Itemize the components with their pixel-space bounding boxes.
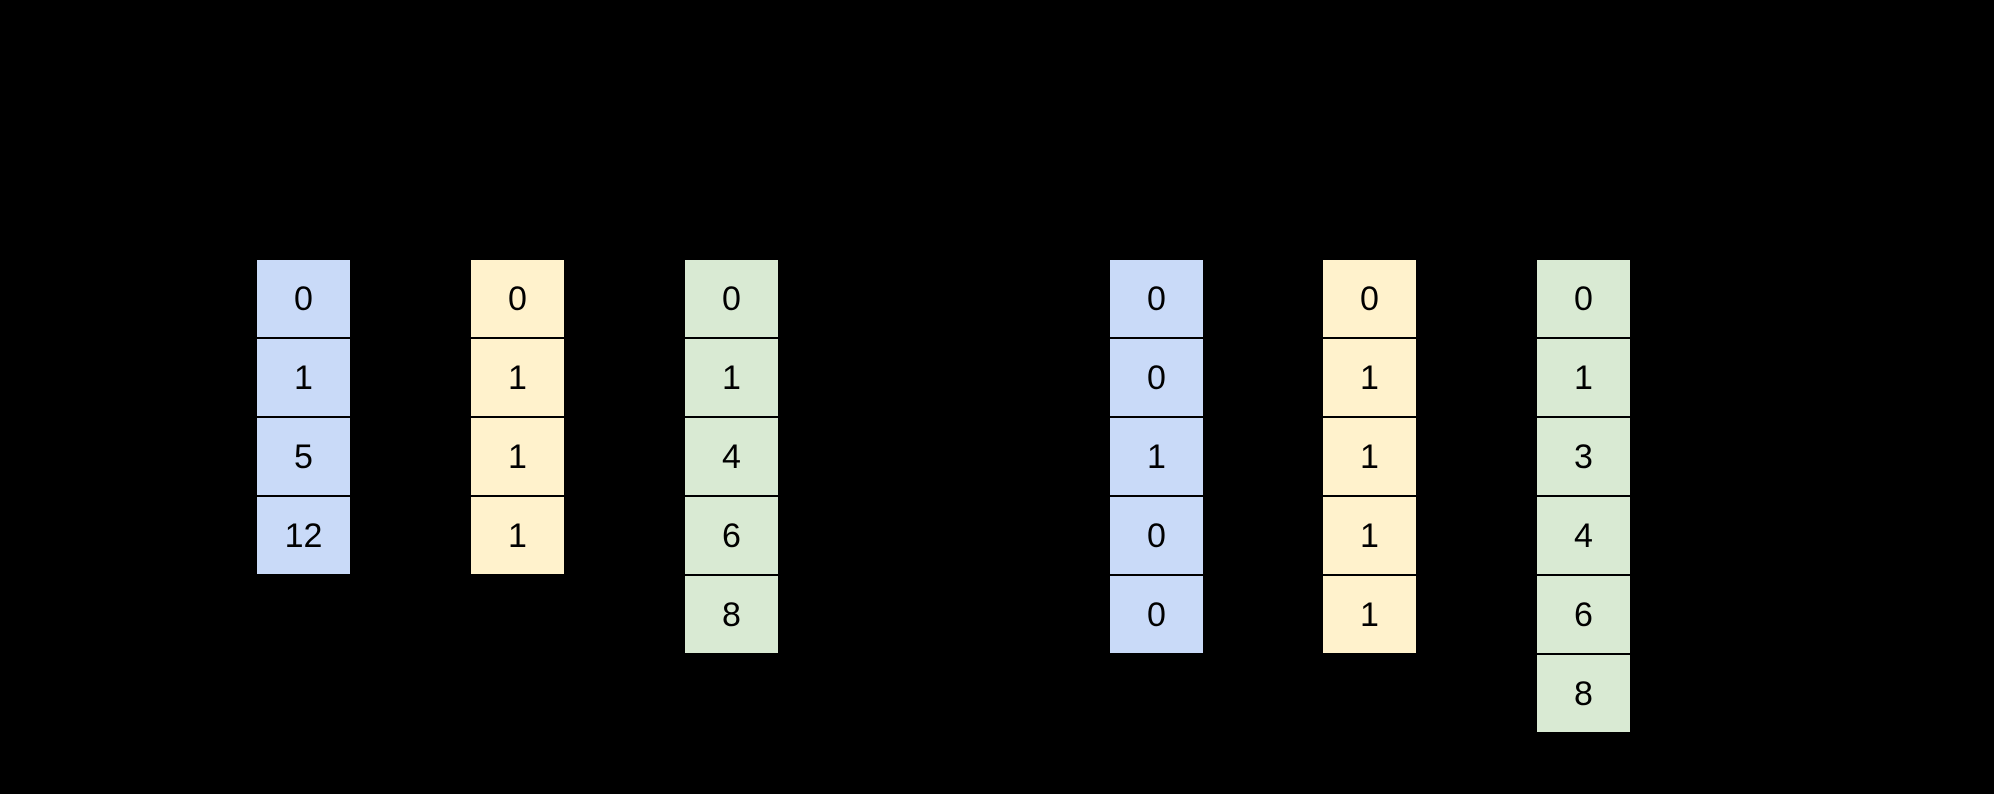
cell-value: 1 <box>508 437 527 476</box>
array-cell: 1 <box>1323 337 1416 416</box>
array-cell: 1 <box>471 337 564 416</box>
array-cell: 1 <box>1323 416 1416 495</box>
cell-value: 0 <box>1147 516 1166 555</box>
left-green-array: 0 1 4 6 8 <box>683 258 780 655</box>
cell-value: 0 <box>508 279 527 318</box>
cell-value: 1 <box>722 358 741 397</box>
cell-value: 0 <box>1574 279 1593 318</box>
cell-value: 5 <box>294 437 313 476</box>
array-cell: 0 <box>1110 574 1203 653</box>
array-cell: 1 <box>471 416 564 495</box>
array-cell: 0 <box>685 260 778 337</box>
array-cell: 0 <box>257 260 350 337</box>
cell-value: 1 <box>508 516 527 555</box>
array-cell: 1 <box>1323 495 1416 574</box>
array-cell: 0 <box>1110 495 1203 574</box>
cell-value: 8 <box>722 595 741 634</box>
array-cell: 0 <box>1110 337 1203 416</box>
cell-value: 1 <box>294 358 313 397</box>
array-cell: 8 <box>685 574 778 653</box>
cell-value: 3 <box>1574 437 1593 476</box>
array-cell: 1 <box>257 337 350 416</box>
cell-value: 6 <box>1574 595 1593 634</box>
array-cell: 1 <box>1110 416 1203 495</box>
cell-value: 1 <box>508 358 527 397</box>
cell-value: 12 <box>284 516 323 555</box>
array-cell: 4 <box>685 416 778 495</box>
array-cell: 6 <box>1537 574 1630 653</box>
cell-value: 0 <box>722 279 741 318</box>
array-cell: 0 <box>471 260 564 337</box>
cell-value: 1 <box>1147 437 1166 476</box>
right-yellow-array: 0 1 1 1 1 <box>1321 258 1418 655</box>
cell-value: 1 <box>1360 358 1379 397</box>
array-cell: 8 <box>1537 653 1630 732</box>
array-cell: 0 <box>1323 260 1416 337</box>
array-cell: 4 <box>1537 495 1630 574</box>
cell-value: 1 <box>1360 595 1379 634</box>
cell-value: 0 <box>1147 595 1166 634</box>
array-cell: 1 <box>685 337 778 416</box>
array-cell: 3 <box>1537 416 1630 495</box>
left-blue-array: 0 1 5 12 <box>255 258 352 576</box>
right-blue-array: 0 0 1 0 0 <box>1108 258 1205 655</box>
cell-value: 1 <box>1360 516 1379 555</box>
cell-value: 0 <box>1147 279 1166 318</box>
cell-value: 4 <box>722 437 741 476</box>
array-cell: 0 <box>1537 260 1630 337</box>
cell-value: 0 <box>294 279 313 318</box>
right-green-array: 0 1 3 4 6 8 <box>1535 258 1632 734</box>
cell-value: 8 <box>1574 674 1593 713</box>
left-yellow-array: 0 1 1 1 <box>469 258 566 576</box>
array-cell: 0 <box>1110 260 1203 337</box>
cell-value: 6 <box>722 516 741 555</box>
cell-value: 0 <box>1360 279 1379 318</box>
array-cell: 1 <box>1537 337 1630 416</box>
array-cell: 12 <box>257 495 350 574</box>
array-cell: 1 <box>1323 574 1416 653</box>
array-cell: 5 <box>257 416 350 495</box>
cell-value: 1 <box>1360 437 1379 476</box>
cell-value: 1 <box>1574 358 1593 397</box>
array-cell: 6 <box>685 495 778 574</box>
cell-value: 4 <box>1574 516 1593 555</box>
array-cell: 1 <box>471 495 564 574</box>
cell-value: 0 <box>1147 358 1166 397</box>
